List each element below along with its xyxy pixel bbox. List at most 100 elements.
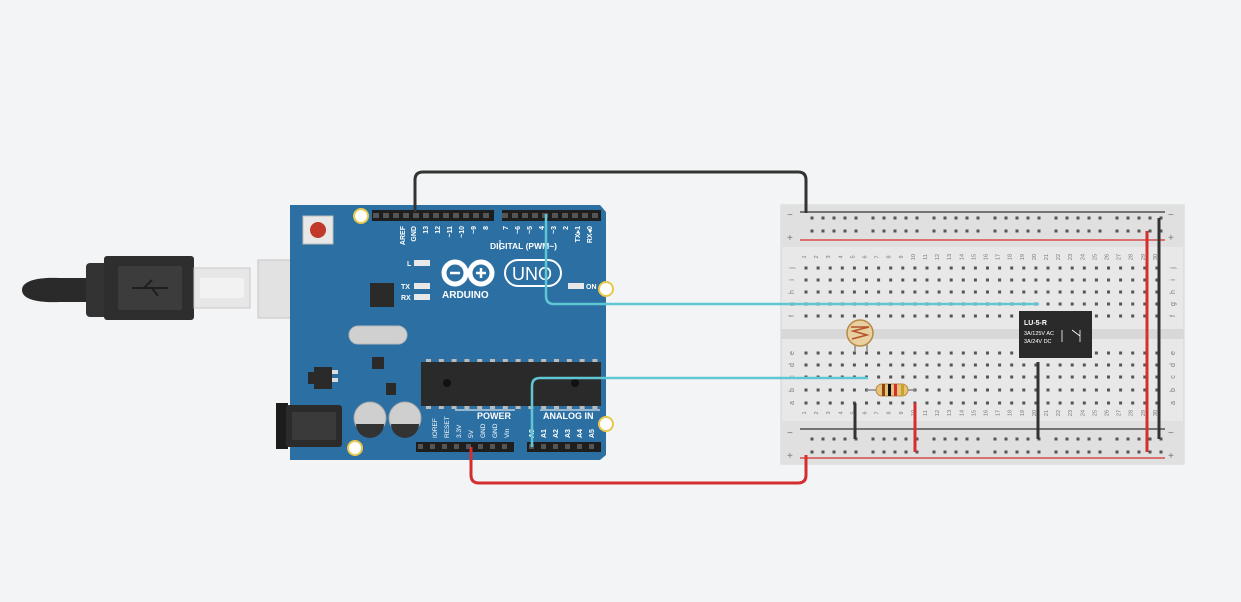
reset-button[interactable] bbox=[302, 215, 334, 245]
row-letter: c bbox=[1170, 375, 1177, 379]
led-l bbox=[414, 260, 430, 266]
column-number: 8 bbox=[887, 411, 893, 414]
column-number: 2 bbox=[814, 411, 820, 414]
column-number: 4 bbox=[838, 255, 844, 258]
column-number: 19 bbox=[1020, 254, 1026, 260]
rail-plus-label: + bbox=[1168, 233, 1174, 244]
column-number: 21 bbox=[1044, 410, 1050, 416]
digital-pin-label: TX▸1 bbox=[575, 226, 582, 242]
led-on-label: ON bbox=[586, 284, 597, 291]
breadboard[interactable]: − + − + − + − + 112233445566778899101011… bbox=[780, 204, 1185, 465]
column-number: 23 bbox=[1068, 254, 1074, 260]
digital-pin-label: ~3 bbox=[551, 226, 558, 234]
column-number: 21 bbox=[1044, 254, 1050, 260]
model-badge bbox=[504, 259, 562, 287]
led-l-label: L bbox=[407, 261, 412, 268]
analog-pin-label: A2 bbox=[553, 429, 560, 438]
row-letter: f bbox=[1170, 315, 1177, 317]
column-number: 5 bbox=[850, 255, 856, 258]
row-letter: e bbox=[1170, 351, 1177, 355]
led-tx-label: TX bbox=[401, 284, 410, 291]
power-jack bbox=[276, 403, 342, 449]
column-number: 9 bbox=[899, 411, 905, 414]
wire-a0-cyan[interactable] bbox=[530, 376, 868, 447]
transistor bbox=[386, 383, 396, 395]
column-number: 14 bbox=[959, 410, 965, 416]
digital-pin-label: 7 bbox=[503, 226, 510, 230]
wire-5v-red[interactable] bbox=[469, 447, 808, 485]
column-number: 28 bbox=[1129, 410, 1135, 416]
column-number: 15 bbox=[971, 254, 977, 260]
resistor[interactable] bbox=[866, 383, 917, 397]
column-number: 9 bbox=[899, 255, 905, 258]
row-letter: a bbox=[789, 401, 796, 405]
column-number: 6 bbox=[863, 411, 869, 414]
mount-hole bbox=[347, 440, 363, 456]
digital-pin-label: ~9 bbox=[471, 226, 478, 234]
row-letter: g bbox=[1170, 302, 1177, 306]
power-header bbox=[416, 442, 601, 452]
digital-pin-label: 12 bbox=[435, 226, 442, 234]
row-letter: f bbox=[789, 315, 796, 317]
analog-label: ANALOG IN bbox=[543, 411, 594, 421]
column-number: 20 bbox=[1032, 410, 1038, 416]
column-number: 24 bbox=[1080, 410, 1086, 416]
column-number: 25 bbox=[1092, 410, 1098, 416]
relay-name: LU-5-R bbox=[1024, 320, 1047, 327]
column-number: 26 bbox=[1105, 254, 1111, 260]
logo-symbols bbox=[450, 268, 486, 278]
column-number: 19 bbox=[1020, 410, 1026, 416]
wire-pin5-cyan[interactable] bbox=[544, 214, 1039, 306]
column-number: 1 bbox=[802, 255, 808, 258]
usb-icon bbox=[132, 279, 168, 297]
column-number: 11 bbox=[923, 254, 929, 260]
rail-minus-label: − bbox=[787, 428, 793, 439]
analog-pin-label: A3 bbox=[565, 429, 572, 438]
column-number: 29 bbox=[1141, 410, 1147, 416]
column-number: 12 bbox=[935, 410, 941, 416]
row-letter: j bbox=[789, 267, 796, 270]
power-pin-label: GND bbox=[480, 423, 487, 438]
row-letter: b bbox=[789, 388, 796, 392]
arduino-logo-icon bbox=[441, 259, 495, 287]
column-number: 26 bbox=[1105, 410, 1111, 416]
mount-hole bbox=[598, 416, 614, 432]
column-number: 16 bbox=[984, 254, 990, 260]
crystal bbox=[348, 325, 408, 345]
power-pin-label: 3.3V bbox=[456, 424, 463, 438]
column-number: 3 bbox=[826, 255, 832, 258]
column-number: 28 bbox=[1129, 254, 1135, 260]
rail-plus-label: + bbox=[787, 451, 793, 462]
column-number: 27 bbox=[1117, 254, 1123, 260]
usb-cable[interactable] bbox=[22, 256, 251, 320]
atmega-chip bbox=[421, 359, 601, 409]
digital-pin-label: 4 bbox=[539, 226, 546, 230]
row-letter: j bbox=[1170, 267, 1177, 270]
power-label: POWER bbox=[477, 411, 512, 421]
power-pin-label: Vin bbox=[504, 428, 511, 438]
photoresistor[interactable] bbox=[846, 319, 874, 352]
digital-pin-label: GND bbox=[411, 226, 418, 242]
rail-minus-label: − bbox=[1168, 210, 1174, 221]
column-number: 23 bbox=[1068, 410, 1074, 416]
digital-pin-label: AREF bbox=[400, 225, 407, 245]
row-letter: b bbox=[1170, 388, 1177, 392]
relay-lu-5-r[interactable]: LU-5-R 3A/125V AC 3A/24V DC bbox=[1019, 311, 1092, 358]
column-number: 1 bbox=[802, 411, 808, 414]
wires bbox=[413, 170, 1161, 485]
column-number: 30 bbox=[1153, 254, 1159, 260]
rail-plus-label: + bbox=[1168, 451, 1174, 462]
column-number: 10 bbox=[911, 254, 917, 260]
column-number: 25 bbox=[1092, 254, 1098, 260]
analog-pin-label: A5 bbox=[589, 429, 596, 438]
column-number: 7 bbox=[875, 411, 881, 414]
digital-pin-label: RX◂0 bbox=[587, 226, 594, 243]
column-number: 13 bbox=[947, 410, 953, 416]
power-pin-label: 5V bbox=[468, 429, 475, 438]
wire-gnd-black[interactable] bbox=[413, 170, 808, 213]
column-number: 17 bbox=[996, 254, 1002, 260]
column-number: 3 bbox=[826, 411, 832, 414]
